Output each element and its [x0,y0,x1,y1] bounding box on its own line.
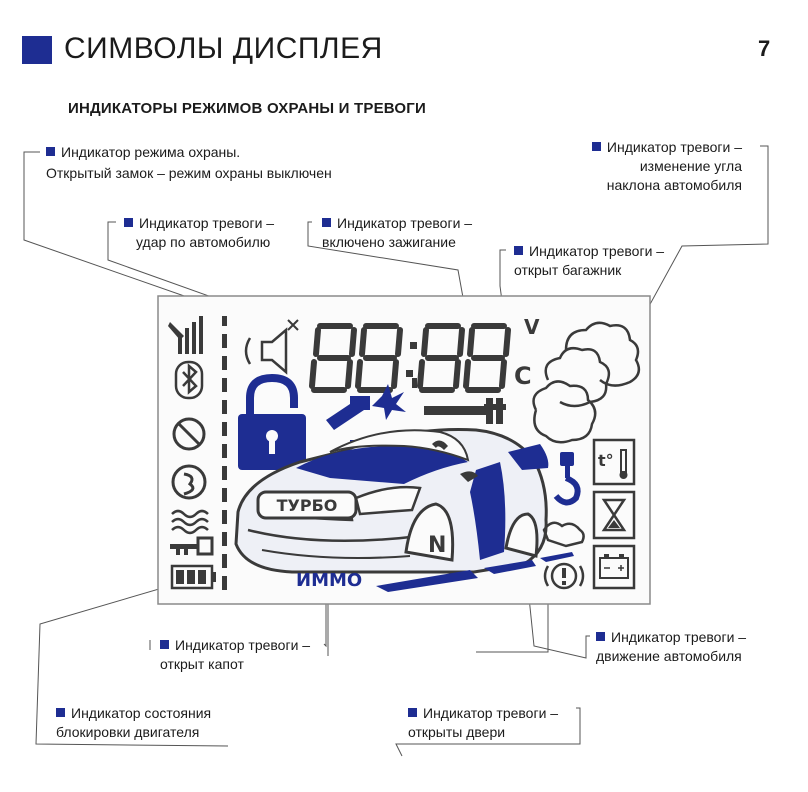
movement-icon [376,552,574,592]
tow-hook-icon [553,452,581,506]
bullet-square [46,147,55,156]
bullet-square [160,640,169,649]
turbo-label: ТУРБО [277,496,338,515]
callout-ignition: Индикатор тревоги – включено зажигание [322,215,473,250]
section-subtitle: ИНДИКАТОРЫ РЕЖИМОВ ОХРАНЫ И ТРЕВОГИ [68,100,426,117]
callout-doors: Индикатор тревоги – открыты двери [408,705,559,740]
callout-guard-mode: Индикатор режима охраны. Открытый замок … [46,144,332,181]
clock-colon [406,342,417,388]
hand-icon [542,521,585,548]
callout-hood: Индикатор тревоги – открыт капот [160,637,311,672]
page-title: СИМВОЛЫ ДИСПЛЕЯ [64,32,383,65]
dashed-separator [222,316,227,590]
bullet-square [322,218,331,227]
bullet-square [408,708,417,717]
callout-trunk: Индикатор тревоги – открыт багажник [514,243,665,278]
key-icon [170,536,214,556]
bullet-square [514,246,523,255]
unit-c: C [514,362,532,390]
left-icons [168,316,216,590]
bullet-square [56,708,65,717]
callout-movement: Индикатор тревоги – движение автомобиля [596,629,747,664]
turbo-badge: ТУРБО [256,490,358,520]
tilt-icon [532,321,641,444]
clock-display [309,323,511,393]
remote-start-icon [171,464,207,500]
immo-label: ИММО [296,570,362,591]
bluetooth-icon [174,360,204,400]
temperature-box: t° [592,438,636,486]
sound-off-icon [244,319,299,375]
header-square [22,36,52,64]
temperature-label: t° [598,451,614,470]
neutral-gear-label: N [428,533,446,558]
callout-tilt: Индикатор тревоги – изменение угла накло… [591,138,742,195]
bullet-square [124,218,133,227]
hourglass-box [592,490,636,540]
leader-movement [525,567,590,659]
battery-icon [170,564,216,590]
page-number: 7 [758,36,771,61]
callout-engine-block: Индикатор состояния блокировки двигателя [56,705,212,740]
warning-icon [543,562,585,590]
battery-box [592,544,636,590]
leader-doors [395,598,581,757]
padlock-icon [238,373,306,470]
heater-icon [171,509,209,535]
service-mode-icon [172,417,206,451]
callout-shock: Индикатор тревоги – удар по автомобилю [124,214,274,252]
unit-v: V [524,315,540,339]
signal-icon [168,316,203,354]
bullet-square [591,142,601,151]
tool-bar-icon [424,398,506,424]
shock-icon [326,384,406,430]
bullet-square [596,632,605,641]
